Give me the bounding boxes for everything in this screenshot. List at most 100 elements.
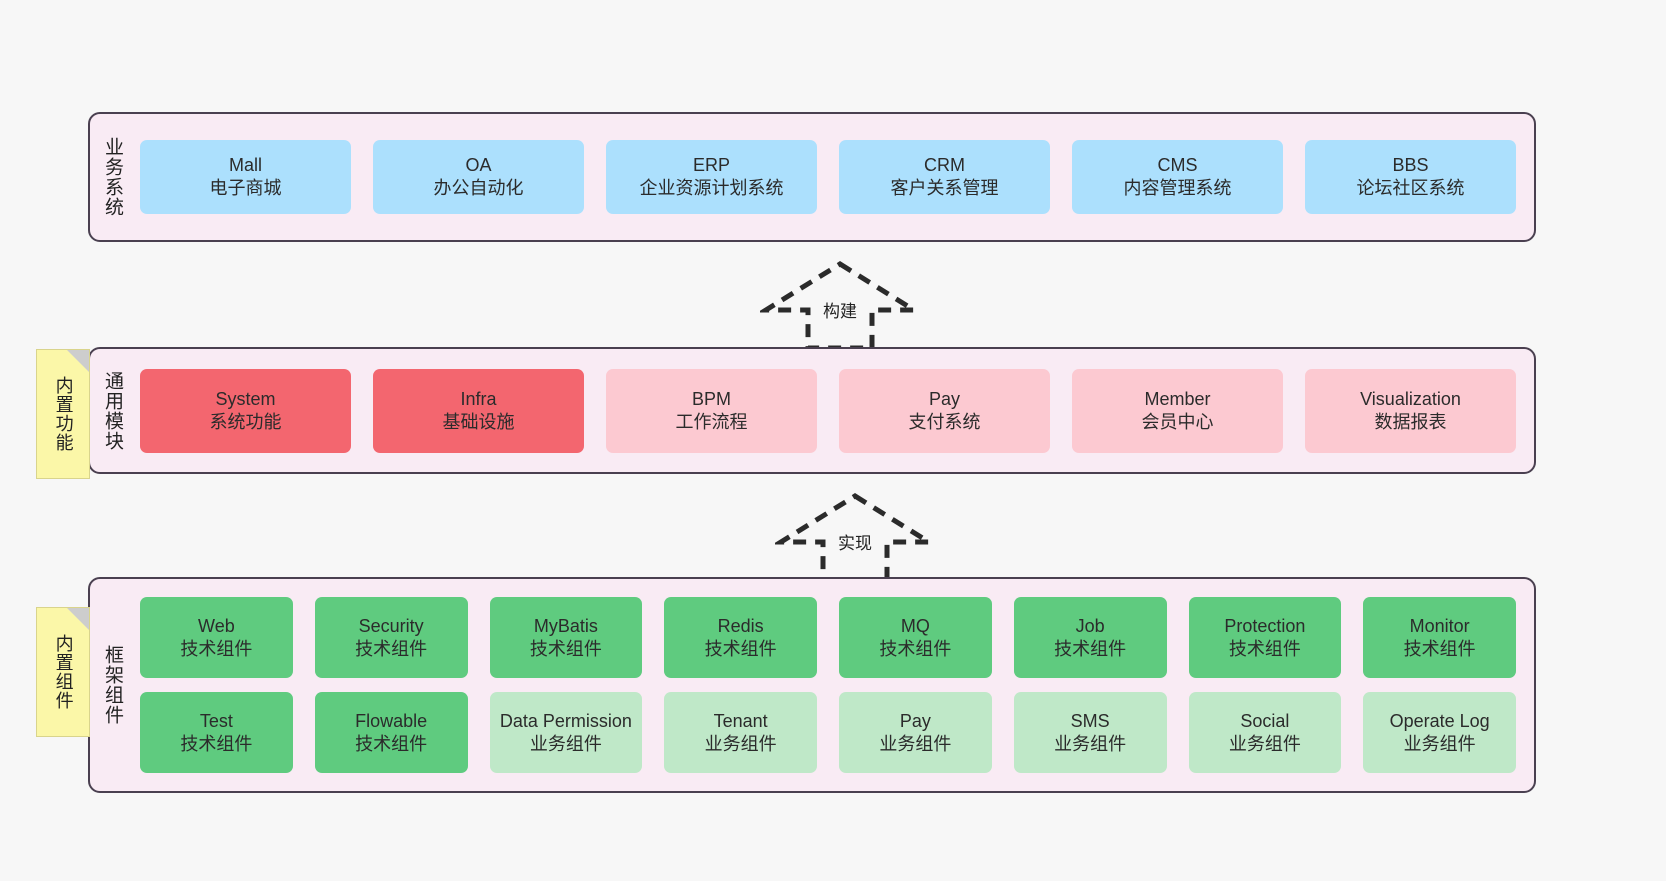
node-flowable-cn: 技术组件 <box>355 733 428 754</box>
node-pay-module-cn: 支付系统 <box>908 411 981 432</box>
node-pay-module-en: Pay <box>928 388 961 409</box>
row-common-modules: System 系统功能 Infra 基础设施 BPM 工作流程 Pay 支付系统… <box>140 368 1516 453</box>
node-tenant[interactable]: Tenant 业务组件 <box>664 692 817 773</box>
node-flowable-en: Flowable <box>355 710 428 731</box>
node-redis[interactable]: Redis 技术组件 <box>664 597 817 678</box>
node-operate-log-cn: 业务组件 <box>1403 733 1476 754</box>
node-sms-cn: 业务组件 <box>1054 733 1127 754</box>
node-erp-en: ERP <box>692 155 730 176</box>
node-bbs-en: BBS <box>1392 155 1429 176</box>
node-bbs[interactable]: BBS 论坛社区系统 <box>1305 140 1516 214</box>
connector-realize-label: 实现 <box>833 528 877 555</box>
row-tech-components: Web 技术组件 Security 技术组件 MyBatis 技术组件 Redi… <box>140 597 1516 678</box>
node-operate-log[interactable]: Operate Log 业务组件 <box>1363 692 1516 773</box>
node-system[interactable]: System 系统功能 <box>140 368 351 453</box>
node-sms-en: SMS <box>1070 710 1110 731</box>
node-bpm-en: BPM <box>691 388 731 409</box>
node-infra[interactable]: Infra 基础设施 <box>373 368 584 453</box>
node-infra-cn: 基础设施 <box>442 411 515 432</box>
node-bpm[interactable]: BPM 工作流程 <box>606 368 817 453</box>
band-common-modules: 通用模块 System 系统功能 Infra 基础设施 BPM 工作流程 Pay… <box>88 347 1536 474</box>
node-cms-cn: 内容管理系统 <box>1123 178 1232 198</box>
band-body-framework-components: Web 技术组件 Security 技术组件 MyBatis 技术组件 Redi… <box>134 579 1534 791</box>
node-data-permission[interactable]: Data Permission 业务组件 <box>489 692 643 773</box>
node-web-cn: 技术组件 <box>180 638 253 659</box>
node-visualization[interactable]: Visualization 数据报表 <box>1305 368 1516 453</box>
node-redis-cn: 技术组件 <box>704 638 777 659</box>
row-business-systems: Mall 电子商城 OA 办公自动化 ERP 企业资源计划系统 CRM 客户关系… <box>140 140 1516 214</box>
node-sms[interactable]: SMS 业务组件 <box>1013 692 1167 773</box>
node-oa[interactable]: OA 办公自动化 <box>373 140 584 214</box>
node-cms-en: CMS <box>1157 155 1198 176</box>
node-protection-en: Protection <box>1224 615 1306 636</box>
node-test[interactable]: Test 技术组件 <box>140 692 293 773</box>
node-pay-component-en: Pay <box>899 710 931 731</box>
band-label-business-systems: 业务系统 <box>102 137 124 217</box>
note-built-in-functions: 内置功能 <box>36 349 90 479</box>
node-member-en: Member <box>1144 388 1211 409</box>
connector-realize-arrow: 实现 <box>775 490 935 582</box>
node-visualization-cn: 数据报表 <box>1374 411 1447 432</box>
node-social-en: Social <box>1240 710 1290 731</box>
node-monitor-en: Monitor <box>1409 615 1470 636</box>
node-mq[interactable]: MQ 技术组件 <box>839 597 992 678</box>
node-security-cn: 技术组件 <box>355 638 428 659</box>
node-job[interactable]: Job 技术组件 <box>1013 597 1167 678</box>
band-label-common-modules: 通用模块 <box>102 370 124 451</box>
node-mall-cn: 电子商城 <box>209 178 282 198</box>
node-monitor[interactable]: Monitor 技术组件 <box>1363 597 1516 678</box>
node-operate-log-en: Operate Log <box>1389 710 1490 731</box>
node-crm-cn: 客户关系管理 <box>890 178 999 198</box>
node-monitor-cn: 技术组件 <box>1403 638 1476 659</box>
band-body-common-modules: System 系统功能 Infra 基础设施 BPM 工作流程 Pay 支付系统… <box>134 349 1534 472</box>
node-member-cn: 会员中心 <box>1141 411 1214 432</box>
node-mq-en: MQ <box>900 615 930 636</box>
node-job-en: Job <box>1075 615 1105 636</box>
node-mybatis-cn: 技术组件 <box>529 638 602 659</box>
node-erp[interactable]: ERP 企业资源计划系统 <box>606 140 817 214</box>
node-security-en: Security <box>358 615 424 636</box>
band-business-systems: 业务系统 Mall 电子商城 OA 办公自动化 ERP 企业资源计划系统 CRM… <box>88 112 1536 242</box>
node-pay-component[interactable]: Pay 业务组件 <box>839 692 992 773</box>
node-flowable[interactable]: Flowable 技术组件 <box>314 692 468 773</box>
node-protection[interactable]: Protection 技术组件 <box>1188 597 1342 678</box>
node-web-en: Web <box>198 615 235 636</box>
node-mall[interactable]: Mall 电子商城 <box>140 140 351 214</box>
node-redis-en: Redis <box>717 615 764 636</box>
connector-build-arrow: 构建 <box>760 258 920 350</box>
node-social-cn: 业务组件 <box>1228 733 1301 754</box>
node-tenant-en: Tenant <box>713 710 768 731</box>
node-protection-cn: 技术组件 <box>1228 638 1301 659</box>
node-crm[interactable]: CRM 客户关系管理 <box>839 140 1050 214</box>
node-bbs-cn: 论坛社区系统 <box>1356 178 1465 198</box>
node-test-cn: 技术组件 <box>180 733 253 754</box>
band-framework-components: 框架组件 Web 技术组件 Security 技术组件 MyBatis 技术组件… <box>88 577 1536 793</box>
band-label-framework-components: 框架组件 <box>102 645 124 725</box>
node-mq-cn: 技术组件 <box>879 638 952 659</box>
node-erp-cn: 企业资源计划系统 <box>639 178 784 198</box>
node-system-en: System <box>215 388 276 409</box>
node-data-permission-cn: 业务组件 <box>529 733 602 754</box>
node-tenant-cn: 业务组件 <box>704 733 777 754</box>
node-data-permission-en: Data Permission <box>499 710 632 731</box>
node-oa-cn: 办公自动化 <box>433 178 524 198</box>
node-mybatis-en: MyBatis <box>533 615 598 636</box>
node-web[interactable]: Web 技术组件 <box>140 597 293 678</box>
note-built-in-components: 内置组件 <box>36 607 90 737</box>
node-pay-module[interactable]: Pay 支付系统 <box>839 368 1050 453</box>
node-cms[interactable]: CMS 内容管理系统 <box>1072 140 1283 214</box>
node-mybatis[interactable]: MyBatis 技术组件 <box>489 597 643 678</box>
node-member[interactable]: Member 会员中心 <box>1072 368 1283 453</box>
node-system-cn: 系统功能 <box>209 411 282 432</box>
node-mall-en: Mall <box>228 155 262 176</box>
node-visualization-en: Visualization <box>1360 388 1461 409</box>
node-bpm-cn: 工作流程 <box>675 411 748 432</box>
row-business-components: Test 技术组件 Flowable 技术组件 Data Permission … <box>140 692 1516 773</box>
node-infra-en: Infra <box>460 388 497 409</box>
node-job-cn: 技术组件 <box>1054 638 1127 659</box>
node-security[interactable]: Security 技术组件 <box>314 597 468 678</box>
node-test-en: Test <box>199 710 233 731</box>
node-social[interactable]: Social 业务组件 <box>1188 692 1342 773</box>
node-pay-component-cn: 业务组件 <box>879 733 952 754</box>
